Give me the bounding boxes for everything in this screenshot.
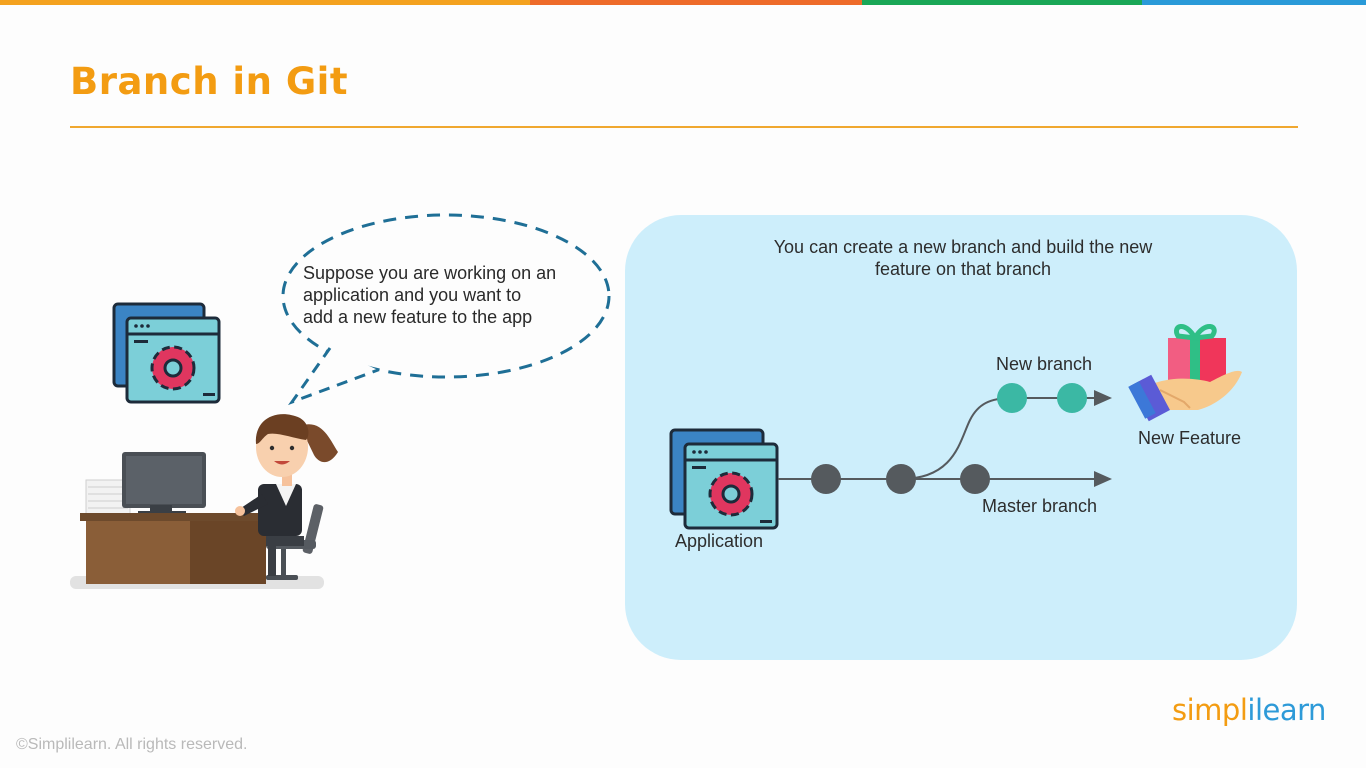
speech-line-1: Suppose you are working on an (303, 263, 557, 283)
logo-part-1: simpl (1172, 693, 1248, 727)
branch-diagram (669, 324, 1242, 530)
speech-line-2: application and you want to (303, 285, 522, 305)
panel-line-2: feature on that branch (874, 259, 1052, 279)
master-commit-3 (960, 464, 990, 494)
top-bar-orange (0, 0, 530, 5)
panel-line-1: You can create a new branch and build th… (773, 237, 1153, 257)
top-bar-red (530, 0, 862, 5)
woman-at-desk-illustration (70, 213, 611, 589)
master-commit-1 (811, 464, 841, 494)
panel-description: You can create a new branch and build th… (625, 236, 1301, 280)
top-bar-green (862, 0, 1142, 5)
gift-on-hand-icon (1128, 324, 1242, 422)
monitor (122, 452, 206, 515)
new-feature-label: New Feature (1138, 428, 1242, 448)
branch-commit-2 (1057, 383, 1087, 413)
master-branch-label: Master branch (982, 496, 1098, 516)
app-settings-icon (112, 302, 221, 404)
speech-bubble-text: Suppose you are working on an applicatio… (303, 262, 613, 328)
copyright-text: ©Simplilearn. All rights reserved. (16, 736, 248, 753)
speech-line-3: add a new feature to the app (303, 307, 533, 327)
title-underline (70, 126, 1298, 128)
logo-part-2: ilearn (1247, 693, 1326, 727)
speech-bubble (281, 213, 611, 406)
simplilearn-logo: simplilearn (1172, 693, 1326, 727)
master-commit-2 (886, 464, 916, 494)
application-icon (669, 428, 779, 530)
new-branch-label: New branch (996, 354, 1093, 374)
top-bar-blue (1142, 0, 1366, 5)
desk (80, 513, 270, 584)
top-color-bar (0, 0, 1366, 5)
slide-title: Branch in Git (70, 60, 349, 103)
woman (235, 414, 338, 576)
branch-commit-1 (997, 383, 1027, 413)
application-label: Application (675, 531, 764, 551)
